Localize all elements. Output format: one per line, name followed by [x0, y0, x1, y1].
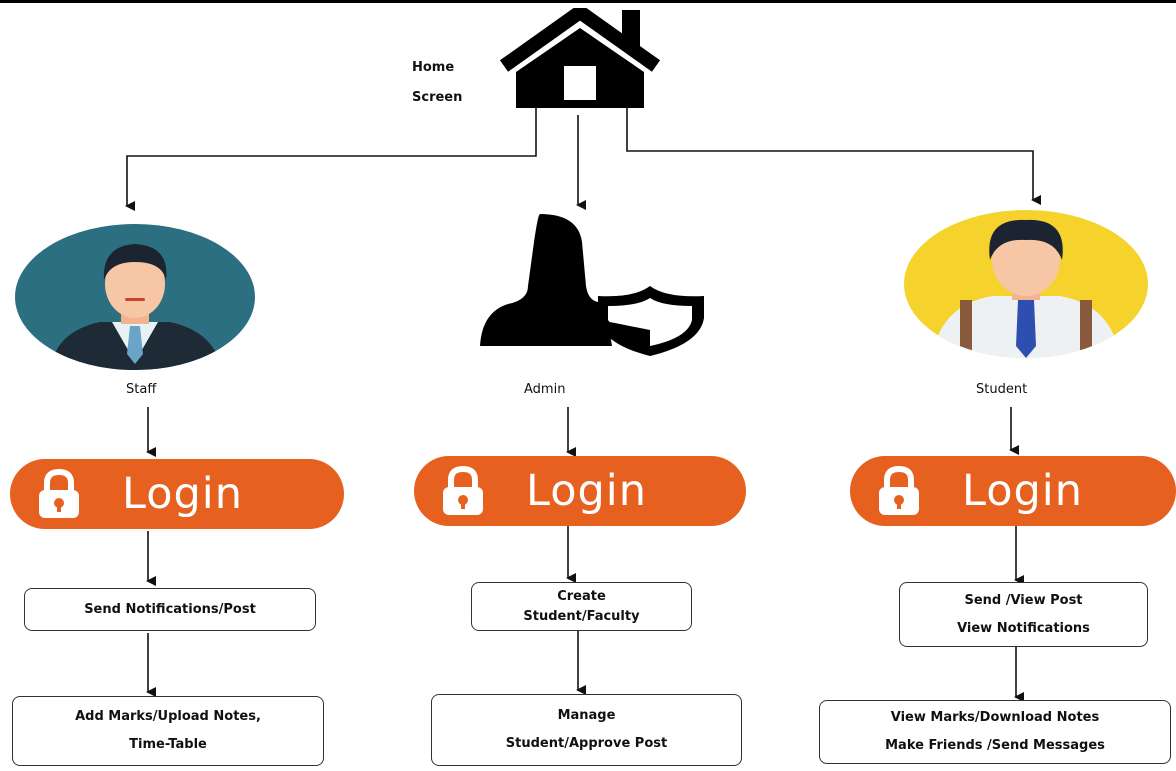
student-step2-box: View Marks/Download Notes Make Friends /…	[819, 700, 1171, 764]
staff-avatar-icon	[15, 224, 255, 370]
student-login-button[interactable]: Login	[850, 456, 1176, 526]
staff-login-button[interactable]: Login	[10, 459, 344, 529]
student-avatar-icon	[904, 210, 1148, 358]
lock-icon	[39, 469, 79, 518]
admin-label: Admin	[524, 382, 566, 397]
admin-step1-line2: Student/Faculty	[523, 608, 640, 624]
top-border	[0, 0, 1176, 3]
admin-step2-line1: Manage	[557, 708, 616, 723]
arrow-home-student	[626, 108, 1041, 205]
staff-step1-box: Send Notifications/Post	[24, 588, 316, 631]
admin-step1-box: Create Student/Faculty	[471, 582, 692, 631]
lock-icon	[443, 466, 483, 515]
admin-login-button[interactable]: Login	[414, 456, 746, 526]
admin-step2-line2: Student/Approve Post	[505, 736, 668, 751]
home-label-line1: Home	[412, 60, 455, 75]
home-label-line2: Screen	[412, 90, 463, 105]
staff-step1-line1: Send Notifications/Post	[84, 601, 256, 617]
arrow-home-staff	[125, 108, 537, 211]
student-label: Student	[976, 382, 1028, 397]
house-icon	[499, 8, 661, 108]
student-step2-line1: View Marks/Download Notes	[890, 710, 1100, 725]
staff-step2-line2: Time-Table	[129, 737, 207, 752]
admin-login-label: Login	[526, 466, 648, 516]
student-step1-line1: Send /View Post	[964, 592, 1083, 608]
admin-step1-line1: Create	[557, 588, 606, 604]
staff-step2-line1: Add Marks/Upload Notes,	[75, 709, 261, 724]
lock-icon	[879, 466, 919, 515]
staff-step2-box: Add Marks/Upload Notes, Time-Table	[12, 696, 324, 766]
staff-login-label: Login	[122, 469, 244, 519]
staff-label: Staff	[126, 382, 157, 397]
student-step1-box: Send /View Post View Notifications	[899, 582, 1148, 647]
admin-shield-icon	[480, 214, 704, 356]
student-login-label: Login	[962, 466, 1084, 516]
admin-step2-box: Manage Student/Approve Post	[431, 694, 742, 766]
student-step1-line2: View Notifications	[957, 620, 1090, 636]
student-step2-line2: Make Friends /Send Messages	[885, 738, 1105, 753]
